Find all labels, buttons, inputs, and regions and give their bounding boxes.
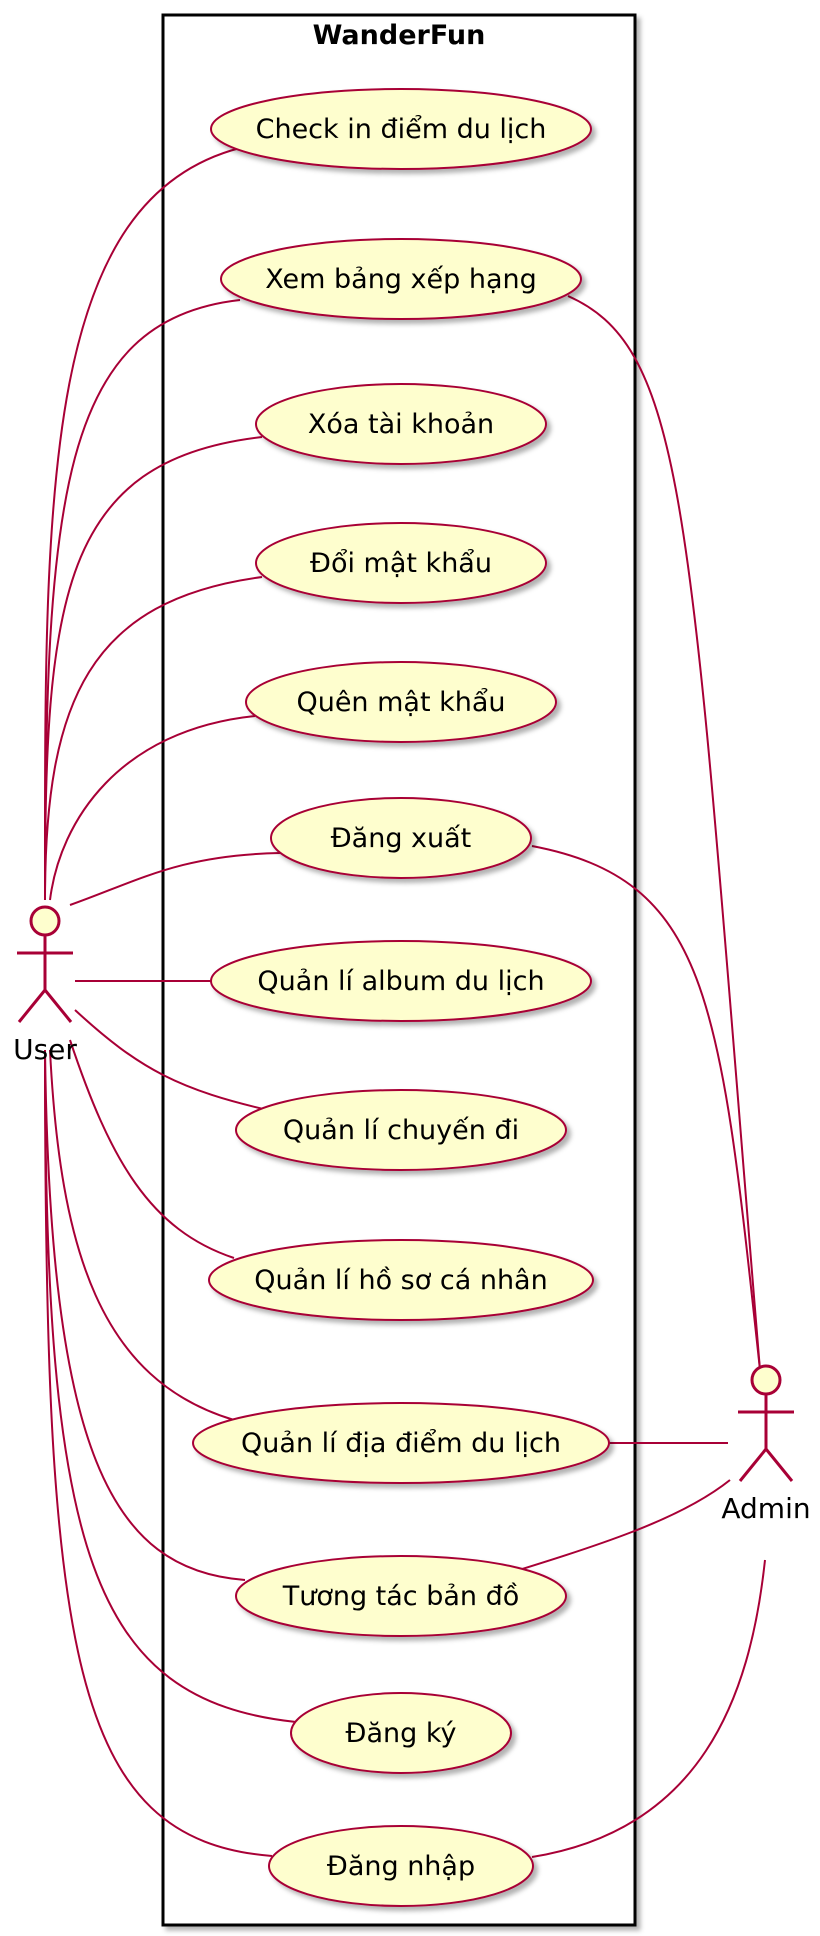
use-case-ellipse [210,88,592,170]
use-case-label: Đăng ký [346,1718,457,1749]
use-case-label: Xóa tài khoản [308,409,494,440]
use-case-manage-album[interactable]: Quản lí album du lịch [210,940,592,1022]
association-user-map-interaction [44,1049,246,1581]
use-case-label: Xem bảng xếp hạng [265,264,537,295]
association-user-logout [69,852,281,906]
use-case-label: Đổi mật khẩu [310,548,492,579]
use-case-logout[interactable]: Đăng xuất [270,797,532,879]
use-case-ellipse [270,797,532,879]
use-case-label: Quản lí địa điểm du lịch [241,1428,561,1459]
use-case-label: Quản lí hồ sơ cá nhân [254,1265,547,1296]
use-case-ellipse [255,383,547,465]
association-user-forgot-password [49,715,256,901]
use-case-ellipse [220,238,582,320]
use-case-label: Quản lí album du lịch [257,966,544,997]
use-case-ellipse [235,1089,567,1171]
actor-user[interactable]: User [13,905,77,1066]
use-case-delete-account[interactable]: Xóa tài khoản [255,383,547,465]
use-case-ellipse [245,661,557,743]
association-user-register [44,1049,297,1723]
actor-admin[interactable]: Admin [721,1364,811,1525]
use-case-login[interactable]: Đăng nhập [268,1825,534,1907]
association-lines [43,147,766,1858]
use-case-checkin[interactable]: Check in điểm du lịch [210,88,592,170]
use-case-manage-profile[interactable]: Quản lí hồ sơ cá nhân [208,1239,594,1321]
use-case-label: Check in điểm du lịch [256,114,547,145]
use-case-ellipse [268,1825,534,1907]
use-case-label: Quản lí chuyến đi [283,1115,519,1146]
system-title: WanderFun [313,20,486,51]
actor-user-label: User [13,1033,77,1066]
association-user-login [44,1049,273,1857]
association-user-delete-account [44,436,263,901]
association-user-leaderboard [44,299,241,901]
use-case-manage-trips[interactable]: Quản lí chuyến đi [235,1089,567,1171]
use-case-manage-places[interactable]: Quản lí địa điểm du lịch [192,1402,610,1484]
actor-admin-label: Admin [721,1492,810,1525]
actor-user-figure [17,905,73,1023]
use-case-label: Đăng xuất [331,823,472,854]
association-user-change-password [44,576,263,901]
use-case-ellipse [210,940,592,1022]
use-case-ellipse [208,1239,594,1321]
use-case-label: Đăng nhập [327,1851,475,1882]
association-admin-logout [531,845,761,1371]
association-user-manage-trips [74,1009,273,1112]
association-admin-leaderboard [567,295,761,1371]
use-case-forgot-password[interactable]: Quên mật khẩu [245,661,557,743]
actor-admin-figure [738,1364,794,1482]
use-case-ellipse [255,522,547,604]
use-case-ellipse [235,1555,567,1637]
use-case-label: Quên mật khẩu [296,687,505,718]
use-case-map-interaction[interactable]: Tương tác bản đồ [235,1555,567,1637]
use-case-leaderboard[interactable]: Xem bảng xếp hạng [220,238,582,320]
use-case-change-password[interactable]: Đổi mật khẩu [255,522,547,604]
use-case-label: Tương tác bản đồ [282,1581,520,1612]
use-case-ellipse [192,1402,610,1484]
use-case-ellipse [290,1692,512,1774]
association-admin-map-interaction [489,1479,731,1580]
use-case-register[interactable]: Đăng ký [290,1692,512,1774]
association-user-manage-places [49,1049,235,1421]
association-admin-login [531,1559,766,1858]
association-user-manage-profile [69,1039,235,1259]
association-user-checkin [43,147,241,901]
